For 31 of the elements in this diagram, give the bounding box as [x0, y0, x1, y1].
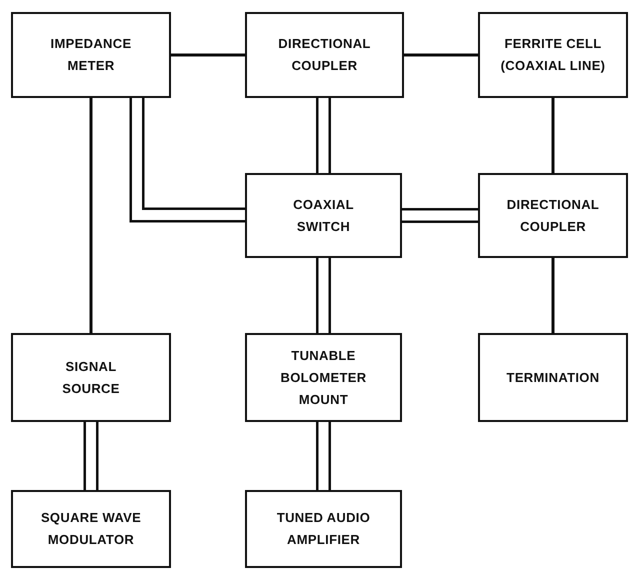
connector-line — [171, 54, 245, 56]
coaxial-line — [130, 98, 245, 222]
block-label: SIGNAL SOURCE — [61, 358, 121, 398]
coaxial-line — [316, 98, 331, 173]
block-box — [245, 173, 402, 258]
block-label: FERRITE CELL (COAXIAL LINE) — [500, 35, 606, 75]
block-label: COAXIAL SWITCH — [292, 196, 355, 236]
coaxial-line — [316, 258, 331, 333]
connector-line — [552, 98, 554, 173]
block-box — [245, 333, 402, 422]
coaxial-line — [84, 422, 98, 490]
block-box — [245, 490, 402, 568]
coaxial-line — [402, 208, 478, 223]
block-box — [478, 173, 628, 258]
connector-line — [90, 98, 92, 333]
block-label: SQUARE WAVE MODULATOR — [40, 509, 142, 549]
block-box — [245, 12, 404, 98]
block-box — [11, 490, 171, 568]
block-box — [11, 12, 171, 98]
connector-line — [552, 258, 554, 333]
block-label: IMPEDANCE METER — [50, 35, 132, 75]
block-label: TUNABLE BOLOMETER MOUNT — [280, 346, 368, 408]
connector-line — [404, 54, 478, 56]
block-box — [478, 333, 628, 422]
block-label: TUNED AUDIO AMPLIFIER — [276, 509, 372, 549]
block-box — [11, 333, 171, 422]
block-label: DIRECTIONAL COUPLER — [506, 196, 600, 236]
block-box — [478, 12, 628, 98]
block-label: DIRECTIONAL COUPLER — [277, 35, 372, 75]
coaxial-line — [316, 422, 331, 490]
block-label: TERMINATION — [506, 368, 600, 386]
